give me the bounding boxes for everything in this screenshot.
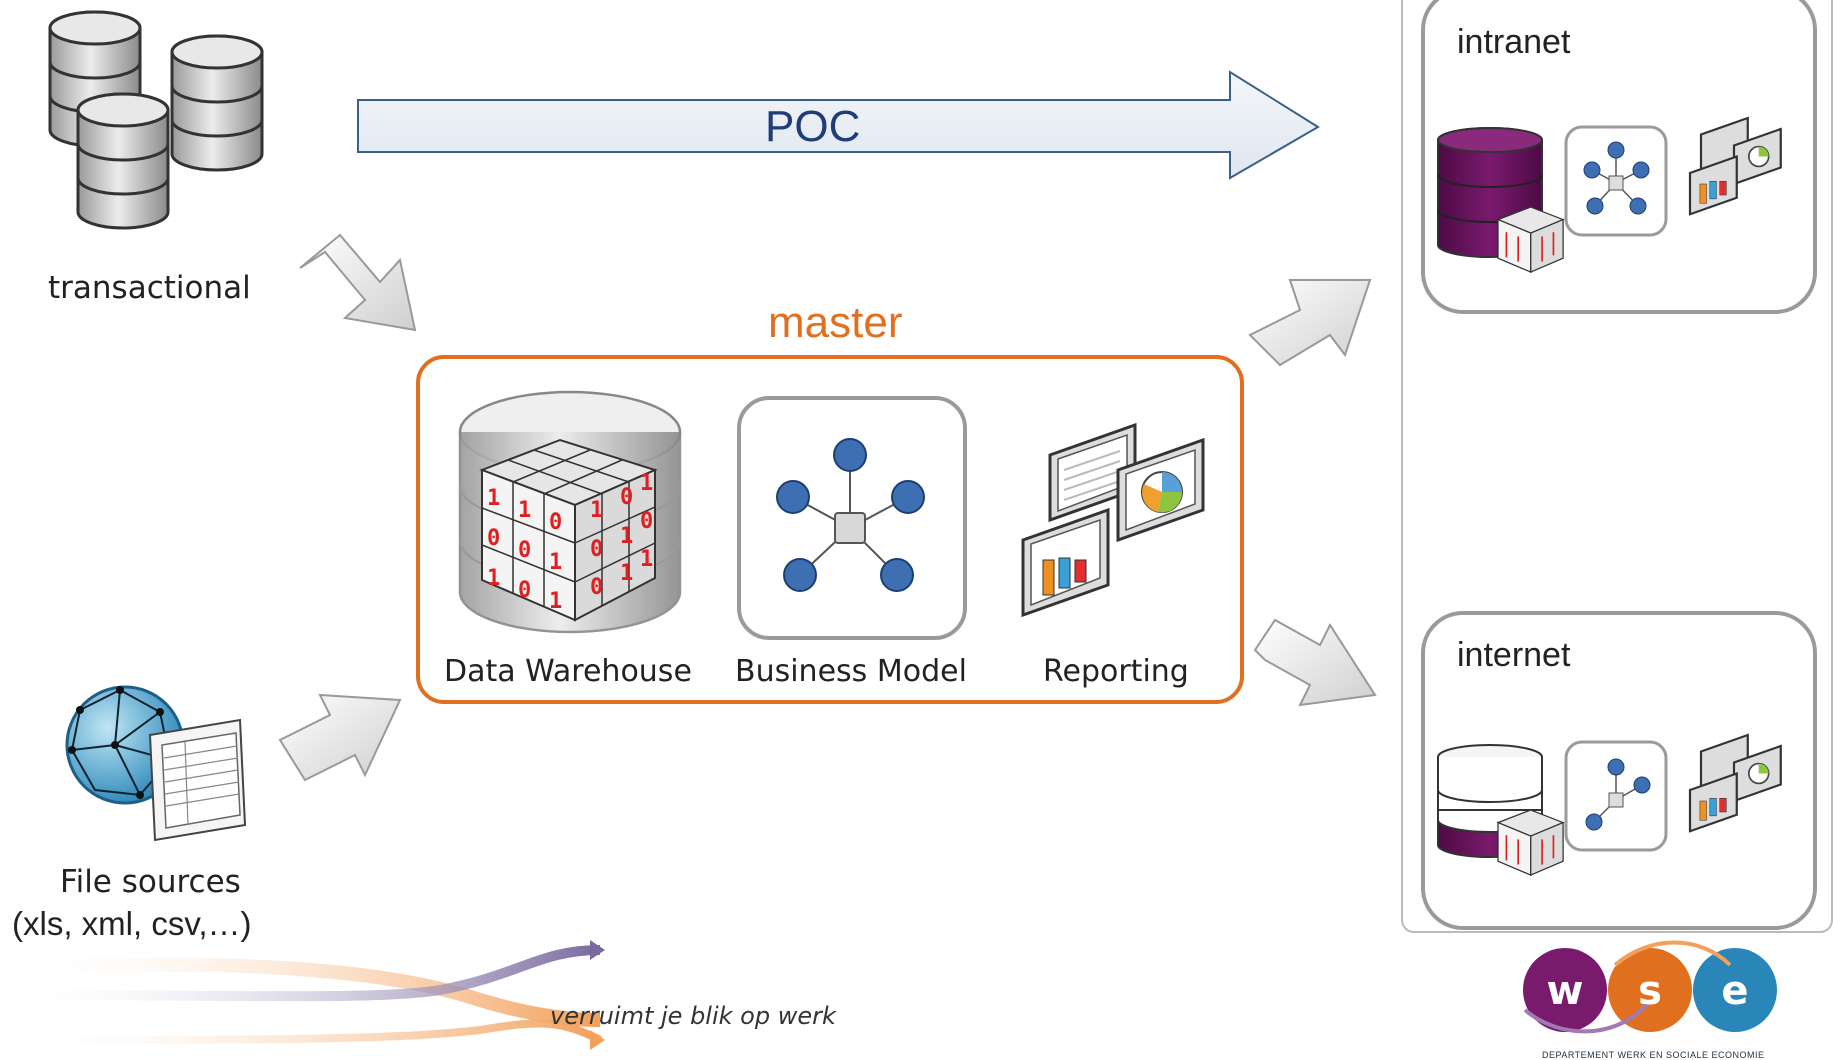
svg-text:e: e bbox=[1721, 968, 1748, 1014]
svg-text:s: s bbox=[1638, 968, 1662, 1014]
internet-database-icon bbox=[1437, 744, 1565, 877]
spreadsheet-icon bbox=[148, 718, 247, 842]
intranet-reporting-icon bbox=[1688, 116, 1782, 216]
binary-digit: 0 bbox=[518, 538, 531, 563]
internet-reporting-icon bbox=[1688, 733, 1782, 833]
binary-digit: 1 bbox=[590, 498, 603, 523]
data-warehouse-label: Data Warehouse bbox=[444, 654, 692, 689]
binary-digit: 0 bbox=[518, 578, 531, 603]
footer-swoosh bbox=[0, 940, 605, 1050]
intranet-network-icon bbox=[1564, 125, 1668, 237]
arrow-master-to-internet bbox=[1253, 618, 1377, 707]
binary-digit: 1 bbox=[549, 589, 562, 614]
binary-digit: 1 bbox=[487, 486, 500, 511]
internet-network-icon bbox=[1564, 740, 1668, 852]
binary-digit: 0 bbox=[549, 510, 562, 535]
transactional-label: transactional bbox=[48, 270, 251, 306]
binary-digit: 1 bbox=[620, 524, 633, 549]
intranet-database-icon bbox=[1437, 127, 1565, 274]
transactional-database-icon bbox=[48, 10, 264, 230]
poc-arrow-icon bbox=[357, 70, 1320, 180]
svg-text:w: w bbox=[1547, 968, 1584, 1014]
business-model-label: Business Model bbox=[735, 654, 967, 689]
file-sources-sub-label: (xls, xml, csv,…) bbox=[12, 905, 252, 942]
reporting-icon bbox=[1021, 422, 1205, 618]
slogan-text: verruimt je blik op werk bbox=[550, 1002, 836, 1030]
binary-digit: 0 bbox=[620, 485, 633, 510]
reporting-label: Reporting bbox=[1043, 654, 1189, 689]
binary-digit: 1 bbox=[518, 498, 531, 523]
binary-digit: 0 bbox=[640, 509, 653, 534]
master-title: master bbox=[768, 298, 903, 347]
binary-digit: 0 bbox=[590, 575, 603, 600]
internet-label: internet bbox=[1457, 636, 1571, 674]
binary-digit: 1 bbox=[640, 471, 653, 496]
business-model-icon bbox=[737, 396, 967, 640]
arrow-files-to-master bbox=[278, 693, 402, 782]
binary-digit: 1 bbox=[549, 550, 562, 575]
master-box bbox=[416, 355, 1244, 704]
binary-digit: 1 bbox=[640, 547, 653, 572]
logo-caption: DEPARTEMENT WERK EN SOCIALE ECONOMIE bbox=[1542, 1050, 1765, 1060]
file-sources-label: File sources bbox=[60, 864, 241, 900]
arrow-master-to-intranet bbox=[1248, 279, 1372, 367]
binary-digit: 1 bbox=[487, 566, 500, 591]
targets-container bbox=[1401, 0, 1833, 933]
binary-digit: 0 bbox=[590, 537, 603, 562]
binary-digit: 1 bbox=[620, 561, 633, 586]
intranet-label: intranet bbox=[1457, 23, 1571, 61]
poc-label: POC bbox=[765, 102, 861, 151]
arrow-transactional-to-master bbox=[299, 233, 417, 332]
binary-digit: 0 bbox=[487, 526, 500, 551]
wse-logo-icon: w s e bbox=[1523, 940, 1777, 1034]
